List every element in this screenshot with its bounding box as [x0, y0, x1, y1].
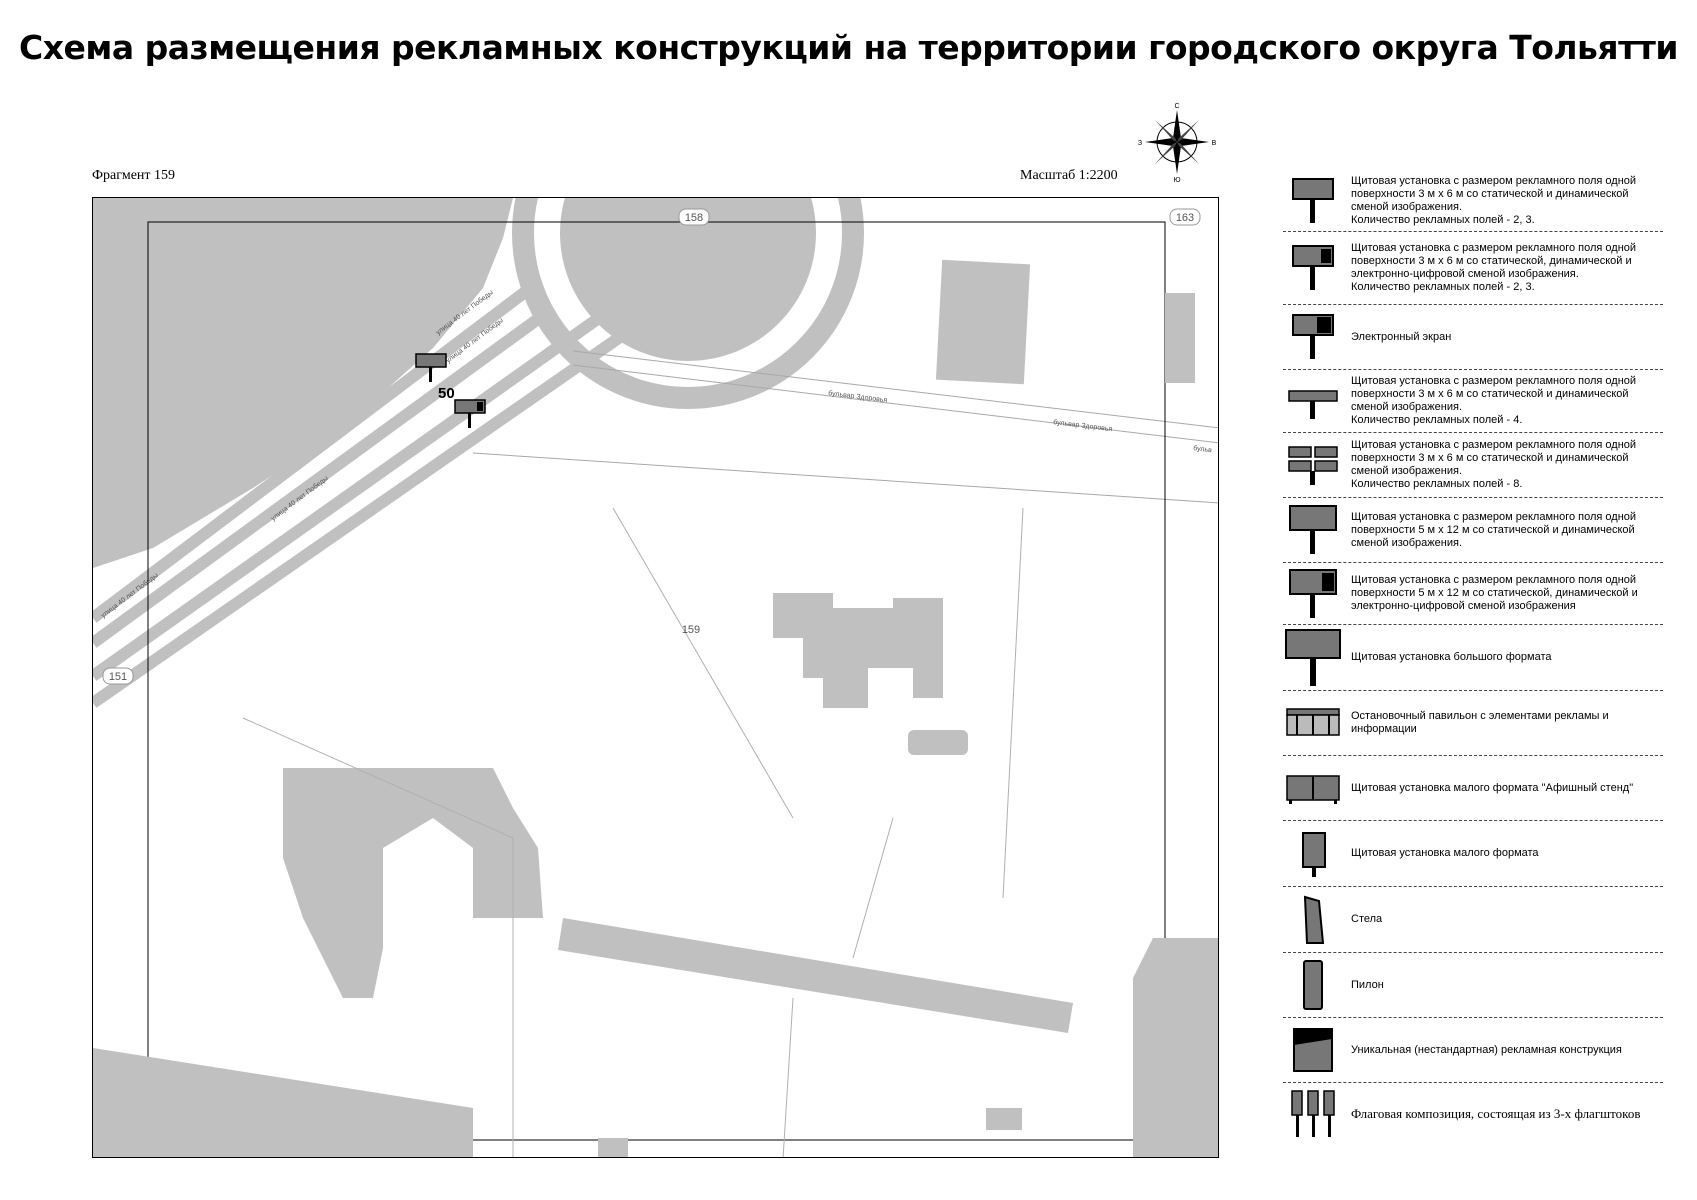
pylon-icon	[1303, 960, 1323, 1010]
building	[1133, 938, 1218, 1157]
poster-stand-icon	[1286, 775, 1340, 804]
legend-text: Щитовая установка с размером рекламного …	[1351, 242, 1637, 293]
billboard-5x12-digital-icon	[1289, 568, 1337, 618]
footpaths	[242, 507, 1024, 1157]
stele-icon	[1303, 895, 1325, 944]
billboard-3x6-icon	[1292, 177, 1334, 223]
legend-text: Щитовая установка малого формата	[1351, 847, 1539, 859]
legend-item: Щитовая установка малого формата	[1283, 821, 1663, 887]
small-format-billboard-icon	[1302, 831, 1326, 877]
legend-item: Щитовая установка с размером рекламного …	[1283, 498, 1663, 563]
roundabout	[512, 198, 864, 409]
legend-text: Щитовая установка с размером рекламного …	[1351, 439, 1637, 490]
legend-text: Электронный экран	[1351, 330, 1452, 343]
building	[935, 259, 1031, 385]
map-fragment[interactable]: 158 163 159 151 улица 40 лет Победы улиц…	[92, 197, 1219, 1158]
large-format-billboard-icon	[1285, 628, 1341, 686]
billboard-marker[interactable]	[415, 353, 447, 382]
building	[986, 1108, 1022, 1130]
legend-item: Пилон	[1283, 953, 1663, 1018]
street-label: бульвар Здоровья	[828, 389, 888, 404]
legend-text: Щитовая установка с размером рекламного …	[1351, 174, 1637, 226]
block-label-151: 151	[109, 671, 127, 683]
compass-north: С	[1174, 103, 1179, 110]
street-label: бульвар Здоровья	[1053, 418, 1113, 433]
fragment-label: Фрагмент 159	[92, 168, 176, 183]
compass-east: В	[1212, 140, 1217, 147]
legend-item: Флаговая композиция, состоящая из 3-х фл…	[1283, 1083, 1663, 1143]
scale-label: Масштаб 1:2200	[1020, 168, 1118, 183]
legend-item: Щитовая установка с размером рекламного …	[1283, 370, 1663, 433]
legend-item: Уникальная (нестандартная) рекламная кон…	[1283, 1018, 1663, 1083]
legend-item: Щитовая установка с размером рекламного …	[1283, 170, 1663, 232]
billboard-marker[interactable]	[454, 399, 486, 428]
bus-stop-pavilion-icon	[1286, 708, 1340, 736]
building	[558, 918, 1073, 1033]
building	[93, 1048, 473, 1157]
legend-item: Стела	[1283, 887, 1663, 953]
roundabout-center	[560, 198, 816, 361]
legend-text: Щитовая установка с размером рекламного …	[1351, 510, 1637, 549]
electronic-screen-icon	[1292, 314, 1334, 359]
block-label-163: 163	[1176, 212, 1194, 224]
building	[598, 1138, 628, 1157]
legend-text: Стела	[1351, 913, 1383, 925]
avenue-pobedy	[93, 281, 637, 708]
legend-text: Щитовая установка с размером рекламного …	[1351, 375, 1637, 426]
compass-rose-icon: С Ю З В	[1138, 103, 1217, 182]
legend-text: Остановочный павильон с элементами рекла…	[1351, 710, 1609, 735]
unique-structure-icon	[1293, 1028, 1333, 1072]
compass-west: З	[1138, 140, 1142, 147]
legend-item: Электронный экран	[1283, 305, 1663, 370]
legend-item: Щитовая установка малого формата "Афишны…	[1283, 756, 1663, 821]
legend-text: Пилон	[1351, 978, 1384, 991]
building	[773, 593, 943, 708]
page-title: Схема размещения рекламных конструкций н…	[19, 28, 1678, 67]
legend-item: Щитовая установка с размером рекламного …	[1283, 563, 1663, 625]
legend-text: Щитовая установка большого формата	[1351, 651, 1552, 663]
marker-number-label: 50	[438, 385, 455, 402]
boulevard-zdorovya	[472, 350, 1218, 504]
street-label: бульв	[1193, 444, 1213, 454]
building	[908, 730, 968, 755]
legend-text: Флаговая композиция, состоящая из 3-х фл…	[1351, 1105, 1641, 1121]
legend-text: Щитовая установка малого формата "Афишны…	[1351, 781, 1634, 794]
building	[1165, 293, 1195, 383]
billboard-3x6-digital-icon	[1292, 245, 1334, 290]
billboard-5x12-icon	[1289, 505, 1337, 554]
legend: Щитовая установка с размером рекламного …	[1283, 170, 1663, 1143]
block-label-159: 159	[682, 624, 700, 636]
billboard-8-fields-icon	[1288, 446, 1338, 485]
legend-item: Щитовая установка большого формата	[1283, 625, 1663, 691]
compass-south: Ю	[1173, 177, 1180, 182]
legend-item: Щитовая установка с размером рекламного …	[1283, 232, 1663, 305]
legend-text: Щитовая установка с размером рекламного …	[1351, 574, 1638, 612]
block-label-158: 158	[685, 212, 703, 224]
building	[283, 768, 543, 998]
billboard-4-fields-icon	[1288, 390, 1338, 419]
flag-composition-icon	[1291, 1090, 1335, 1137]
legend-text: Уникальная (нестандартная) рекламная кон…	[1351, 1043, 1622, 1056]
park-area	[93, 198, 513, 568]
legend-item: Остановочный павильон с элементами рекла…	[1283, 691, 1663, 756]
legend-item: Щитовая установка с размером рекламного …	[1283, 433, 1663, 498]
